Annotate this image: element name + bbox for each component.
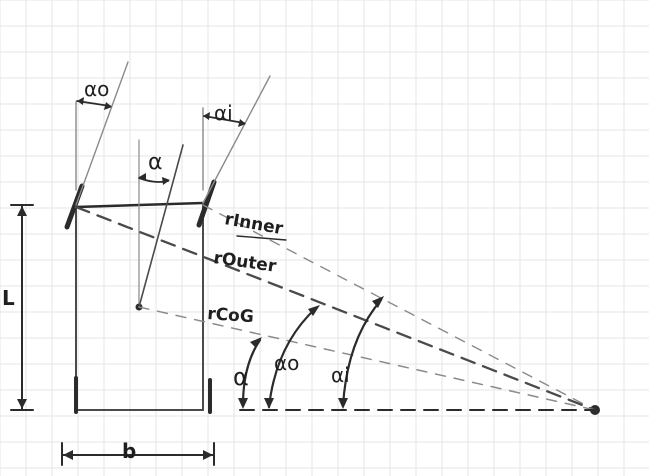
r-inner-label: rInner (223, 209, 285, 239)
alpha-top-arrow (138, 173, 170, 185)
r-inner-underline (236, 235, 287, 241)
width-label: b (122, 439, 136, 463)
inner-wheel-direction-line (202, 75, 271, 204)
alpha-i-top-label: αi (214, 101, 233, 125)
r-outer-line (74, 205, 597, 412)
front-left-wheel (64, 183, 85, 230)
r-cog-label: rCoG (207, 304, 255, 327)
alpha-top-label: α (148, 150, 163, 175)
alpha-o-bottom-label: αo (274, 351, 299, 375)
alpha-o-bottom-arc (264, 305, 320, 409)
alpha-i-top-arrow (203, 112, 246, 127)
cog-direction-line (138, 144, 184, 308)
outer-wheel-direction-line (75, 61, 129, 206)
length-dimension (10, 204, 34, 411)
length-label: L (2, 286, 15, 310)
alpha-bottom-label: α (233, 363, 249, 391)
alpha-o-top-label: αo (84, 77, 109, 101)
r-cog-line (138, 306, 596, 411)
alpha-bottom-arc (238, 337, 262, 409)
alpha-i-bottom-label: αi (331, 363, 350, 387)
alpha-o-top-arrow (76, 97, 112, 110)
width-dimension (61, 442, 215, 466)
r-outer-label: rOuter (212, 248, 278, 277)
r-inner-line (202, 204, 596, 411)
front-right-wheel (196, 179, 217, 228)
alpha-i-bottom-arc (338, 296, 384, 409)
vehicle-body (74, 201, 212, 414)
